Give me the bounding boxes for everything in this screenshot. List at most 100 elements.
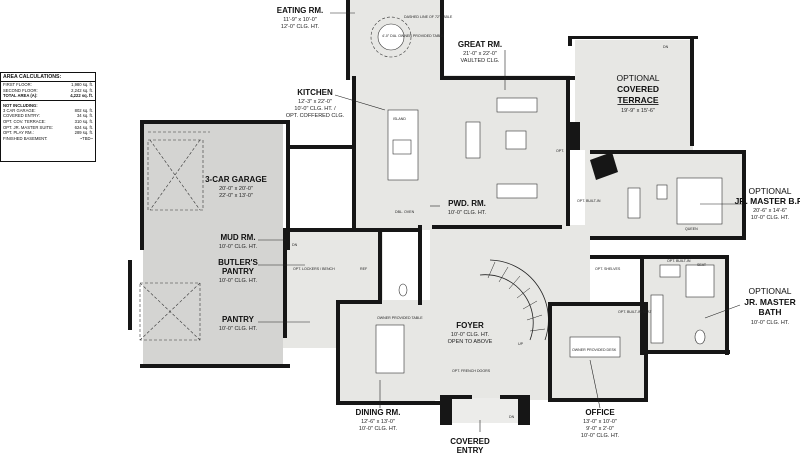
jr-master-br-dims: 20'-6" x 14'-6": [753, 208, 787, 214]
dbl-oven-label: DBL. OVEN: [395, 210, 415, 214]
garage-dims-1: 20'-0" x 20'-0": [219, 186, 253, 192]
great-room-sofa-top: [496, 97, 538, 113]
toilet: [694, 329, 706, 345]
butlers-line-1: BUTLER'S: [218, 258, 258, 267]
covered-entry-line-2: ENTRY: [457, 446, 484, 455]
garage-dims-2: 22'-0" x 13'-0": [219, 193, 253, 199]
area-row-play-room: OPT. PLAY RM.:289 sq. ft.: [3, 130, 93, 136]
terrace-covered: COVERED: [617, 84, 659, 94]
great-room-sofa-bottom: [496, 183, 538, 199]
office-dims-2: 9'-0" x 2'-0": [586, 426, 614, 432]
leader-lines: [258, 12, 742, 432]
annotations: DASHED LINE OF 72" TABLE 4'-0" DIA. OWNE…: [292, 15, 707, 419]
seat-label: SEAT: [697, 263, 707, 267]
ref-label: REF: [360, 267, 368, 271]
jr-master-br-ceiling: 10'-0" CLG. HT.: [751, 215, 790, 221]
terrace-optional: OPTIONAL: [617, 73, 660, 83]
butlers-ceiling: 10'-0" CLG. HT.: [219, 278, 258, 284]
covered-entry-line-1: COVERED: [450, 437, 490, 446]
pwd-room-name: PWD. RM.: [448, 199, 486, 208]
island-label: ISLAND: [393, 117, 406, 121]
butlers-line-2: PANTRY: [222, 267, 255, 276]
not-including-title: NOT INCLUDING:: [1, 99, 95, 108]
mud-room-ceiling: 10'-0" CLG. HT.: [219, 244, 258, 250]
terrace-dims: 19'-9" x 15'-6": [621, 108, 655, 114]
dining-room-dims: 12'-6" x 13'-0": [361, 419, 395, 425]
eating-room-ceiling: 12'-0" CLG. HT.: [281, 24, 320, 30]
opt-built-in-seat: OPT. BUILT-IN SEAT: [618, 310, 652, 314]
area-row-second-floor: SECOND FLOOR:2,242 sq. ft.: [3, 87, 93, 93]
eating-room-name: EATING RM.: [277, 6, 324, 15]
opt-shelves-label: OPT. SHELVES: [595, 267, 621, 271]
office-dims-1: 13'-0" x 10'-0": [583, 419, 617, 425]
owner-table-note: 4'-0" DIA. OWNER PROVIDED TABLE: [382, 34, 444, 38]
mud-room-name: MUD RM.: [220, 233, 255, 242]
foyer-name: FOYER: [456, 321, 484, 330]
jr-master-bath-line-2: JR. MASTER: [744, 297, 795, 307]
dining-table: [375, 324, 405, 374]
eating-table-dashed: [370, 16, 412, 58]
great-room-name: GREAT RM.: [458, 40, 502, 49]
island-sink: [392, 139, 412, 155]
foyer-ceiling-2: OPEN TO ABOVE: [448, 339, 493, 345]
garage-floor: [143, 122, 283, 367]
mud-dn-label: DN: [292, 243, 298, 247]
pwd-toilet: [398, 283, 408, 297]
kitchen-ceiling-2: OPT. COFFERED CLG.: [286, 113, 345, 119]
kitchen-name: KITCHEN: [297, 88, 333, 97]
opt-french-doors: OPT. FRENCH DOORS: [452, 369, 491, 373]
area-row-terrace: OPT. COV. TERRACE:310 sq. ft.: [3, 118, 93, 124]
office-owner-desk: OWNER PROVIDED DESK: [572, 348, 617, 352]
kitchen-ceiling-1: 10'-0" CLG. HT. /: [294, 106, 336, 112]
queen-label: QUEEN: [685, 227, 698, 231]
opt-label-great-room: OPT.: [556, 149, 564, 153]
office-name: OFFICE: [585, 408, 615, 417]
opt-lockers-label: OPT. LOCKERS / BENCH: [293, 267, 335, 271]
opt-built-in-bath: OPT. BUILT-IN: [667, 259, 691, 263]
bedroom-dresser: [627, 187, 641, 219]
walls: [128, 0, 746, 425]
area-row-basement: FINISHED BASEMENT:~TBD~: [3, 135, 93, 141]
pwd-room-ceiling: 10'-0" CLG. HT.: [448, 210, 487, 216]
dining-owner-table: OWNER PROVIDED TABLE: [377, 316, 423, 320]
room-labels: EATING RM. 11'-9" x 10'-0" 12'-0" CLG. H…: [205, 6, 800, 455]
entry-dn-label: DN: [509, 415, 515, 419]
kitchen-dims: 12'-3" x 22'-0": [298, 99, 332, 105]
great-room-dims: 21'-0" x 22'-0": [463, 51, 497, 57]
office-ceiling: 10'-0" CLG. HT.: [581, 433, 620, 439]
jr-master-br-name: JR. MASTER B.R.: [735, 196, 800, 206]
opt-built-in-br: OPT. BUILT-IN: [577, 199, 601, 203]
foyer-ceiling-1: 10'-0" CLG. HT.: [451, 332, 490, 338]
area-calculations-table: AREA CALCULATIONS: FIRST FLOOR:1,980 sq.…: [0, 72, 96, 162]
coffee-table: [505, 130, 527, 150]
bench: [656, 184, 668, 200]
great-room-ceiling: VAULTED CLG.: [461, 58, 500, 64]
vanity: [650, 294, 664, 344]
floor-fills: [143, 0, 745, 423]
pantry-ceiling: 10'-0" CLG. HT.: [219, 326, 258, 332]
stair-up-label: UP: [518, 342, 524, 346]
bathtub: [659, 264, 681, 278]
dashed-table-note: DASHED LINE OF 72" TABLE: [404, 15, 453, 19]
area-row-total: TOTAL AREA (A):4,222 sq. ft.: [3, 93, 93, 99]
jr-master-bath-ceiling: 10'-0" CLG. HT.: [751, 320, 790, 326]
garage-name: 3-CAR GARAGE: [205, 175, 267, 184]
eating-room-dims: 11'-9" x 10'-0": [283, 17, 316, 23]
dining-room-name: DINING RM.: [356, 408, 401, 417]
area-row-first-floor: FIRST FLOOR:1,980 sq. ft.: [3, 82, 93, 87]
pantry-name: PANTRY: [222, 315, 255, 324]
area-row-garage: 3 CAR GARAGE:802 sq. ft.: [3, 107, 93, 113]
garage-details: [139, 131, 210, 341]
terrace-dn-label: DN: [663, 45, 669, 49]
terrace-floor: [575, 40, 693, 150]
eating-table: [377, 23, 405, 51]
shower: [685, 264, 715, 298]
office-desk: [569, 336, 621, 358]
jr-master-bath-optional: OPTIONAL: [749, 286, 792, 296]
dining-room-ceiling: 10'-0" CLG. HT.: [359, 426, 398, 432]
area-row-covered-entry: COVERED ENTRY:34 sq. ft.: [3, 113, 93, 119]
covered-entry-floor: [445, 398, 525, 423]
area-row-jr-master: OPT. JR. MASTER SUITE:624 sq. ft.: [3, 124, 93, 130]
furniture: [370, 16, 723, 374]
